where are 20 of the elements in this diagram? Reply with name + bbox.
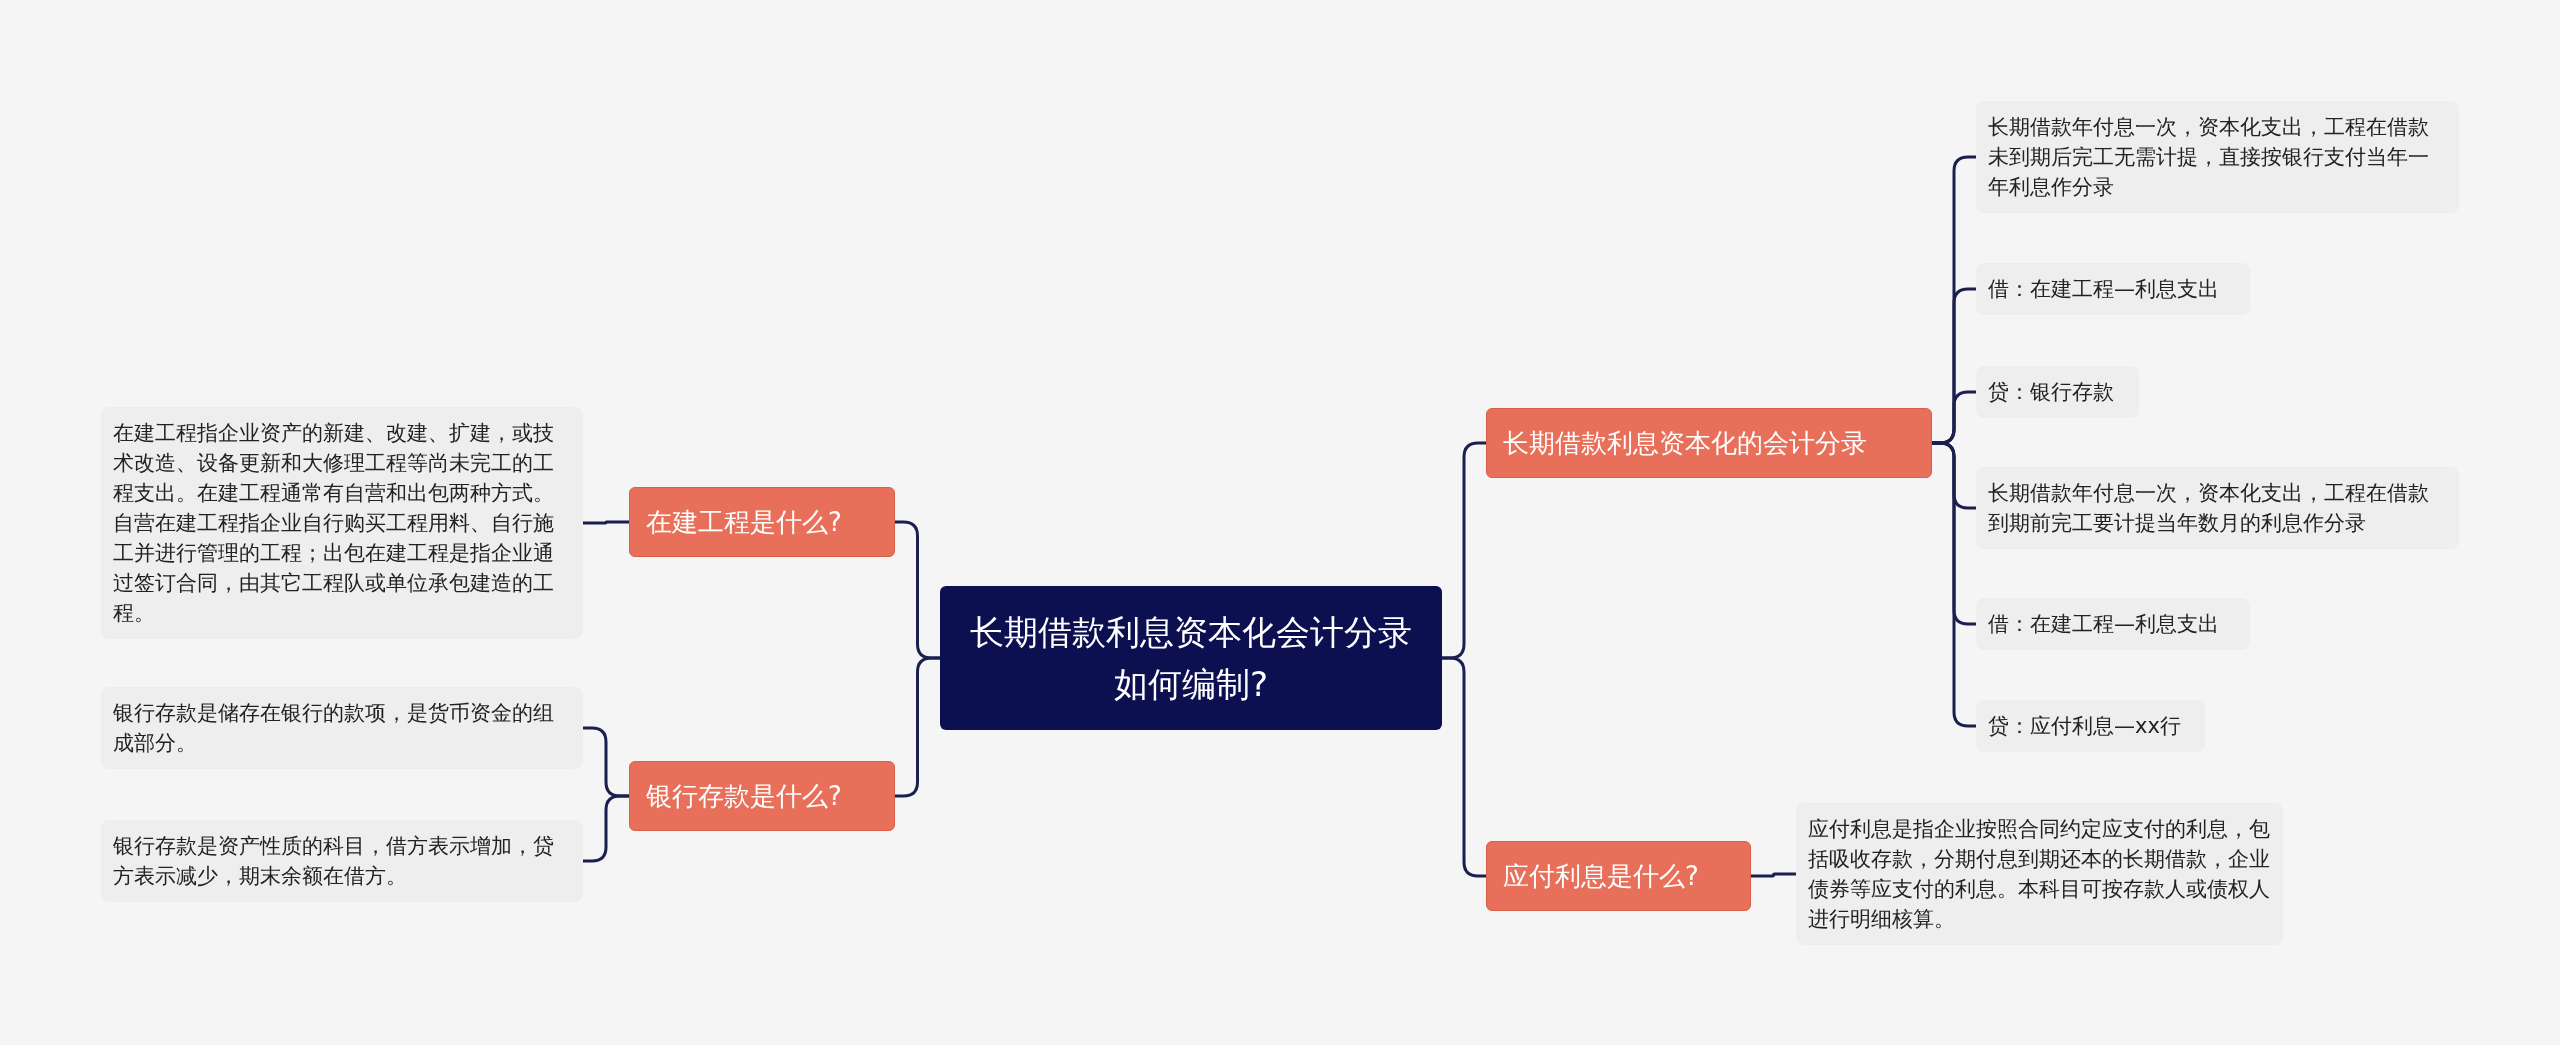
note-box: 银行存款是储存在银行的款项，是货币资金的组成部分。 (101, 687, 583, 769)
note-box: 贷：银行存款 (1976, 366, 2139, 418)
connector-line (1442, 656, 1486, 878)
note-box: 应付利息是指企业按照合同约定应支付的利息，包括吸收存款，分期付息到期还本的长期借款，企业债券等应支付的利息。本科目可按存款人或债权人进行明细核算。 (1796, 803, 2283, 945)
connector-line (895, 656, 940, 798)
note-box: 在建工程指企业资产的新建、改建、扩建，或技术改造、设备更新和大修理工程等尚未完工的工程支出。在建工程通常有自营和出包两种方式。自营在建工程指企业自行购买工程用料、自行施工并进行管理的工程；出包在建工程是指企业通过签订合同，由其它工程队或单位承包建造的工程。 (101, 407, 583, 639)
connector-line (1932, 441, 1976, 728)
note-box: 银行存款是资产性质的科目，借方表示增加，贷方表示减少，期末余额在借方。 (101, 820, 583, 902)
topic-box: 长期借款利息资本化的会计分录 (1486, 408, 1932, 478)
topic-box: 银行存款是什么? (629, 761, 895, 831)
note-box: 贷：应付利息—xx行 (1976, 700, 2205, 752)
topic-box: 应付利息是什么? (1486, 841, 1751, 911)
note-box: 长期借款年付息一次，资本化支出，工程在借款到期前完工要计提当年数月的利息作分录 (1976, 467, 2459, 549)
topic-box: 在建工程是什么? (629, 487, 895, 557)
note-box: 借：在建工程—利息支出 (1976, 263, 2250, 315)
note-box: 长期借款年付息一次，资本化支出，工程在借款未到期后完工无需计提，直接按银行支付当年一年利息作分录 (1976, 101, 2459, 213)
note-box: 借：在建工程—利息支出 (1976, 598, 2250, 650)
connector-line (1751, 872, 1796, 878)
connector-line (583, 520, 629, 525)
central-topic-box: 长期借款利息资本化会计分录如何编制? (940, 586, 1442, 730)
